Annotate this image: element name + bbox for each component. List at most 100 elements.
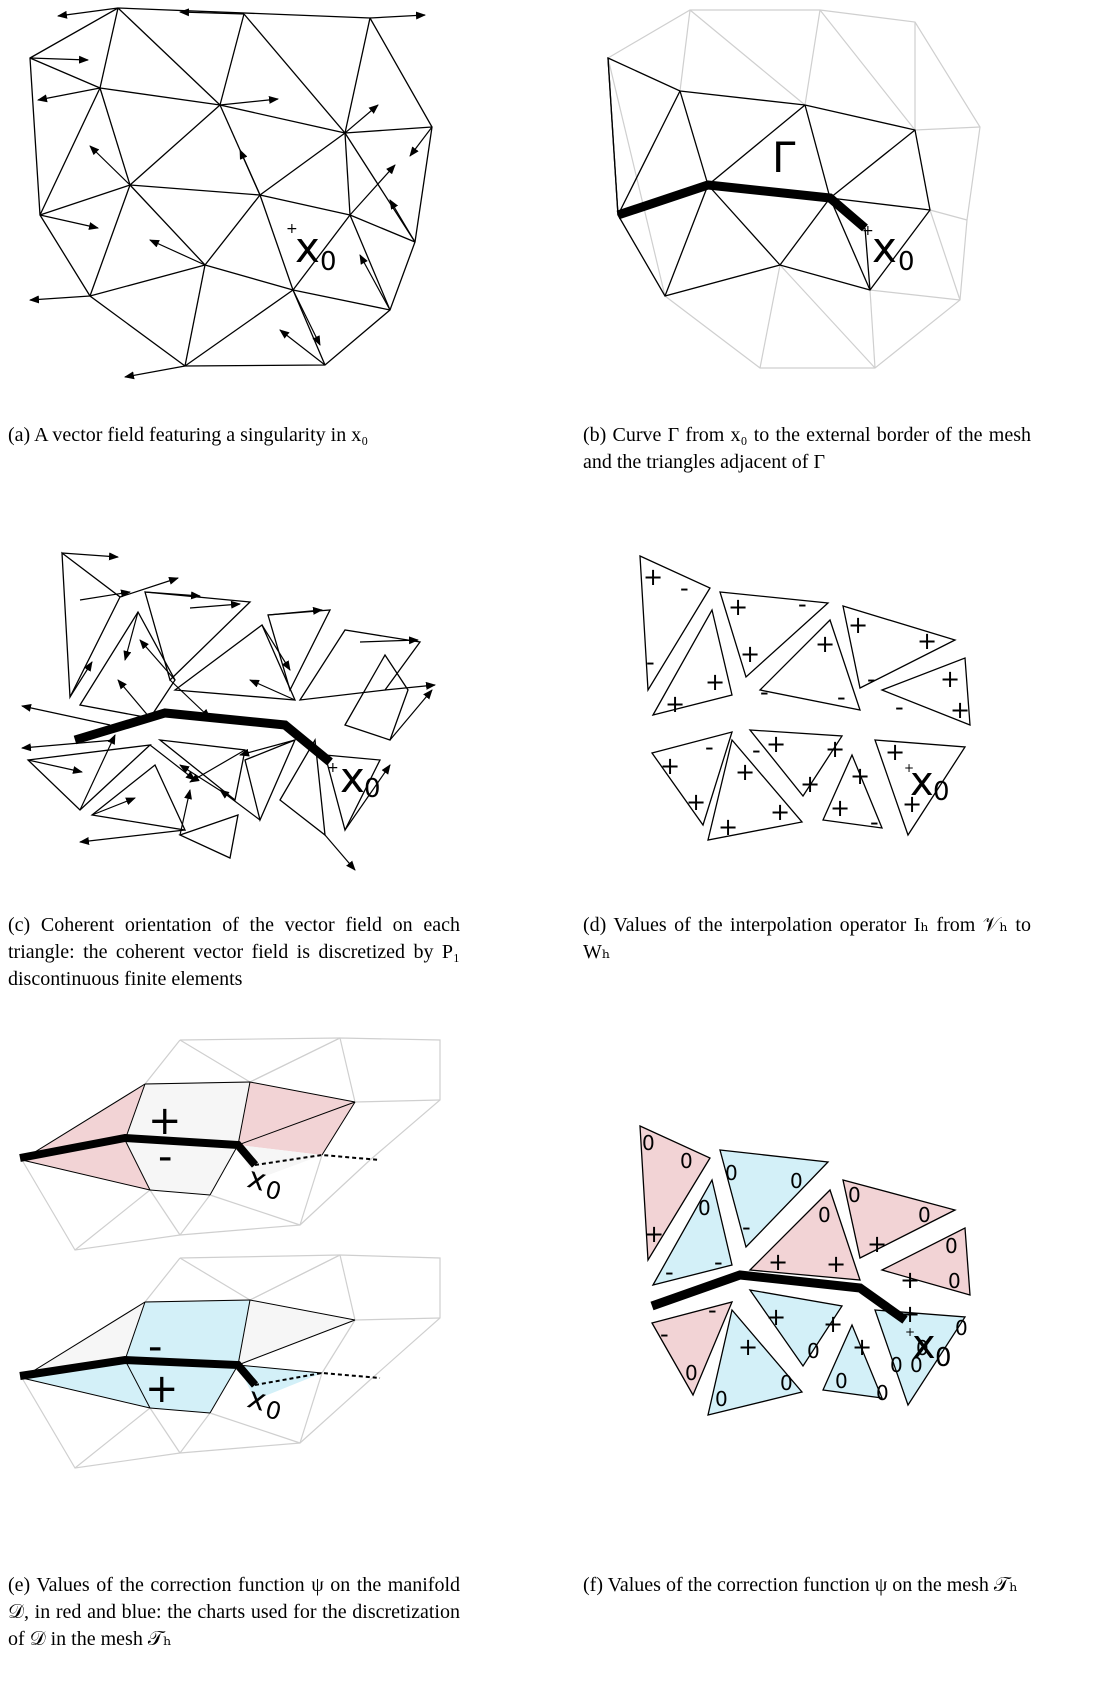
value: 0: [918, 1203, 931, 1227]
sign: -: [798, 590, 807, 618]
singularity-subscript: 0: [935, 1343, 952, 1373]
svg-text:+: +: [905, 1325, 915, 1339]
value: +: [852, 1333, 872, 1361]
sign: -: [870, 808, 879, 836]
sign: +: [705, 668, 725, 696]
value: 0: [698, 1196, 711, 1220]
sign: +: [665, 690, 685, 718]
caption-f: (f) Values of the correction function ψ …: [583, 1574, 1018, 1596]
value: 0: [890, 1353, 903, 1377]
value: +: [644, 1220, 664, 1248]
value: 0: [910, 1353, 923, 1377]
singularity-subscript: 0: [262, 1175, 284, 1206]
sign-plus: +: [145, 1366, 179, 1412]
sign: +: [848, 611, 868, 639]
value: 0: [790, 1169, 803, 1193]
sign-plus: +: [148, 1098, 182, 1144]
panel-b: Γ + x 0: [600, 0, 1050, 400]
value: +: [900, 1266, 920, 1294]
value: 0: [848, 1183, 861, 1207]
singularity-label: x: [912, 1322, 936, 1368]
sign: +: [830, 794, 850, 822]
vector-field-mesh: + x 0: [29, 7, 433, 380]
value: -: [660, 1320, 669, 1348]
sign: +: [740, 640, 760, 668]
sign: -: [680, 574, 689, 602]
sign: +: [770, 798, 790, 826]
value: 0: [725, 1161, 738, 1185]
panel-e: + - x 0 - + x 0: [0, 1030, 470, 1470]
correction-manifold: + - x 0 - + x 0: [19, 1037, 441, 1469]
singularity-subscript: 0: [262, 1395, 284, 1426]
sign: +: [643, 563, 663, 591]
panel-d: + - - + + + - + + - - + + + - - + + - + …: [620, 540, 1040, 860]
panel-c: + x 0: [0, 540, 470, 880]
singularity-label: x: [872, 223, 897, 272]
value: 0: [835, 1369, 848, 1393]
caption-e: (e) Values of the correction function ψ …: [8, 1574, 460, 1650]
value: +: [900, 1300, 920, 1328]
sign: +: [728, 593, 748, 621]
singularity-label: x: [910, 759, 934, 805]
sign: +: [950, 696, 970, 724]
value: 0: [916, 1336, 929, 1360]
caption-b: (b) Curve Γ from x₀ to the external bord…: [583, 424, 1031, 473]
caption-d: (d) Values of the interpolation operator…: [583, 914, 1031, 963]
value: 0: [807, 1339, 820, 1363]
value: 0: [945, 1234, 958, 1258]
singularity-label: x: [340, 753, 365, 802]
value: 0: [680, 1149, 693, 1173]
sign: -: [752, 736, 761, 764]
value: +: [823, 1310, 843, 1338]
value: 0: [955, 1316, 968, 1340]
sign: +: [885, 738, 905, 766]
value: -: [714, 1248, 723, 1276]
sign: +: [940, 665, 960, 693]
value: -: [665, 1258, 674, 1286]
value: -: [708, 1296, 717, 1324]
panel-a: + x 0: [0, 0, 470, 400]
value: +: [826, 1250, 846, 1278]
sign: -: [837, 683, 846, 711]
sign: +: [917, 627, 937, 655]
value: -: [742, 1213, 751, 1241]
sign-minus: -: [148, 1324, 162, 1370]
svg-text:+: +: [286, 221, 298, 237]
sign: +: [902, 790, 922, 818]
value: 0: [715, 1387, 728, 1411]
sign-minus: -: [158, 1134, 172, 1180]
value: +: [768, 1248, 788, 1276]
singularity-subscript: 0: [933, 777, 950, 807]
caption-c: (c) Coherent orientation of the vector f…: [8, 914, 460, 990]
coherent-orientation-mesh: + x 0: [21, 551, 436, 871]
value: +: [867, 1230, 887, 1258]
sign: -: [646, 648, 655, 676]
curve-gamma-mesh: Γ + x 0: [607, 9, 981, 369]
value: 0: [818, 1203, 831, 1227]
panel-f: 0 0 + 0 0 - 0 - - 0 0 + + 0 0 + 0 + 0 - …: [620, 1110, 1040, 1440]
sign: +: [735, 758, 755, 786]
correction-mesh: 0 0 + 0 0 - 0 - - 0 0 + + 0 0 + 0 + 0 - …: [639, 1124, 971, 1416]
value: 0: [685, 1361, 698, 1385]
value: +: [766, 1303, 786, 1331]
sign: +: [800, 770, 820, 798]
sign: +: [825, 735, 845, 763]
sign: +: [850, 762, 870, 790]
sign: -: [705, 733, 714, 761]
value: 0: [948, 1269, 961, 1293]
svg-text:+: +: [904, 761, 914, 775]
sign: +: [815, 630, 835, 658]
interpolation-signs: + - - + + + - + + - - + + + - - + + - + …: [639, 554, 971, 841]
singularity-subscript: 0: [364, 774, 381, 804]
sign: -: [867, 665, 876, 693]
sign: -: [760, 678, 769, 706]
singularity-subscript: 0: [898, 247, 915, 277]
caption-a: (a) A vector field featuring a singulari…: [8, 424, 369, 446]
value: 0: [780, 1371, 793, 1395]
sign: +: [766, 730, 786, 758]
value: 0: [876, 1381, 889, 1405]
singularity-label: x: [295, 223, 320, 272]
value: +: [738, 1333, 758, 1361]
sign: -: [895, 693, 904, 721]
singularity-subscript: 0: [320, 247, 337, 277]
